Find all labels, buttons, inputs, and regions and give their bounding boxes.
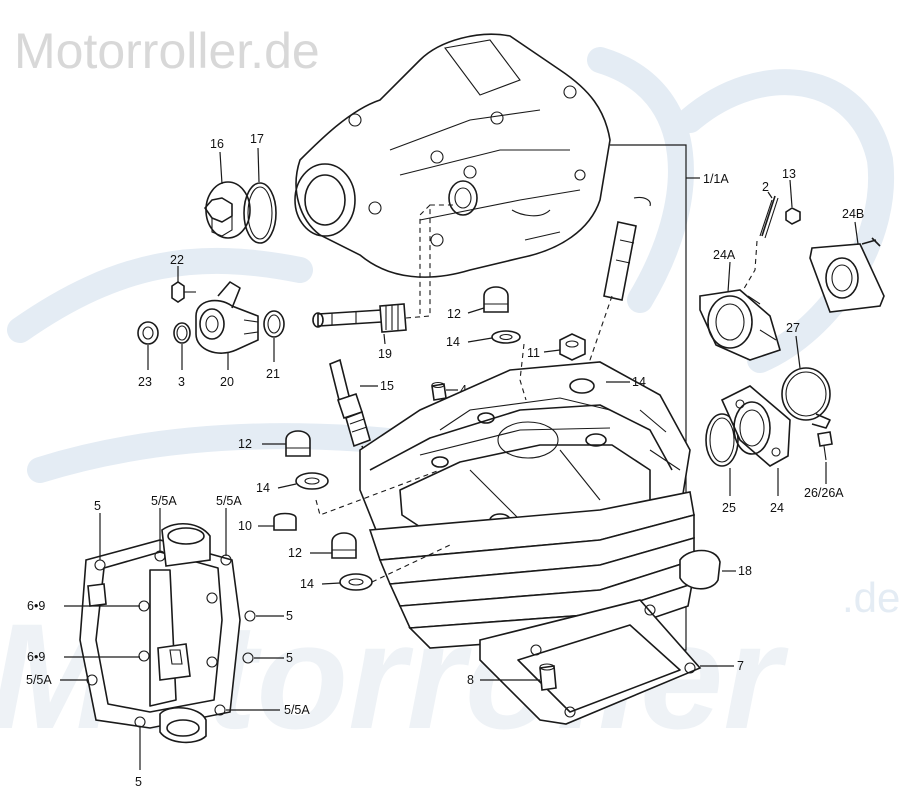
plug-18	[679, 549, 721, 590]
screw-22	[171, 281, 185, 303]
nut-13	[785, 207, 801, 225]
o-ring-21	[263, 310, 285, 338]
watermark-swoosh-left	[7, 247, 313, 343]
intake-manifold-24a	[699, 289, 781, 361]
callout-3: 3	[178, 375, 185, 389]
callout-5-right-bottom: 5	[286, 651, 293, 665]
watermark-swoosh-right	[677, 69, 895, 373]
washer-14-low	[339, 573, 373, 591]
callout-20: 20	[220, 375, 234, 389]
washer-14-mid	[295, 472, 329, 490]
cylinder-head-cover	[294, 33, 611, 278]
callout-5-5a-left: 5/5A	[26, 673, 52, 687]
callout-24b: 24B	[842, 207, 864, 221]
dowel-8	[539, 665, 557, 691]
camshaft-19	[312, 303, 407, 333]
brand-header-text: Motorroller.de	[14, 23, 320, 79]
callout-14-mid: 14	[256, 481, 270, 495]
callout-7: 7	[737, 659, 744, 673]
callout-27: 27	[786, 321, 800, 335]
callout-19: 19	[378, 347, 392, 361]
callout-2: 2	[762, 180, 769, 194]
washer-23	[137, 321, 159, 345]
screw-26	[817, 431, 833, 447]
callout-10: 10	[238, 519, 252, 533]
callout-5-5a-top-right: 5/5A	[216, 494, 242, 508]
acorn-nut-12-top	[483, 286, 509, 313]
callout-25: 25	[722, 501, 736, 515]
callout-22: 22	[170, 253, 184, 267]
callout-5-top: 5	[94, 499, 101, 513]
callout-18: 18	[738, 564, 752, 578]
callout-12-mid: 12	[238, 437, 252, 451]
callout-16: 16	[210, 137, 224, 151]
callout-1-1a: 1/1A	[703, 172, 729, 186]
cylinder-block	[368, 491, 695, 649]
callout-6-9-top: 6•9	[27, 599, 45, 613]
callout-6-9-bottom: 6•9	[27, 650, 45, 664]
watermark-suffix: .de	[842, 574, 900, 621]
callout-5-bottom: 5	[135, 775, 142, 789]
callout-5-5a-right: 5/5A	[284, 703, 310, 717]
oil-cap	[204, 181, 251, 239]
acorn-nut-12-low	[331, 532, 357, 559]
callout-11: 11	[527, 346, 540, 360]
callout-24a: 24A	[713, 248, 736, 262]
o-ring-3	[173, 322, 191, 344]
callout-5-right-top: 5	[286, 609, 293, 623]
stud-bolt-2	[761, 195, 776, 237]
callout-13: 13	[782, 167, 796, 181]
callout-26-26a: 26/26A	[804, 486, 844, 500]
tensioner-20	[195, 281, 259, 354]
callout-15: 15	[380, 379, 394, 393]
o-ring-17	[243, 182, 277, 244]
callout-14-low: 14	[300, 577, 314, 591]
callout-24: 24	[770, 501, 784, 515]
intake-flange-24b	[809, 237, 885, 313]
callout-5-5a-top-left: 5/5A	[151, 494, 177, 508]
callout-14-head: 14	[632, 375, 646, 389]
cover-port	[294, 163, 356, 237]
watermark-swoosh-top	[587, 47, 694, 313]
callout-21: 21	[266, 367, 280, 381]
callout-23: 23	[138, 375, 152, 389]
callout-8: 8	[467, 673, 474, 687]
callout-12-top: 12	[447, 307, 461, 321]
callout-14-top: 14	[446, 335, 460, 349]
washer-14-top	[491, 330, 521, 344]
head-gasket-5-5a	[79, 523, 256, 744]
acorn-nut-12-mid	[285, 430, 311, 457]
callout-17: 17	[250, 132, 264, 146]
gasket-25	[705, 413, 739, 467]
clamp-27	[781, 367, 831, 429]
cylinder-base-gasket-7	[479, 599, 702, 725]
callout-12-low: 12	[288, 546, 302, 560]
spark-plug-15	[329, 358, 371, 457]
cap-nut-10	[273, 512, 297, 531]
valve-clip	[633, 196, 651, 207]
intake-pipe-24	[720, 385, 791, 467]
